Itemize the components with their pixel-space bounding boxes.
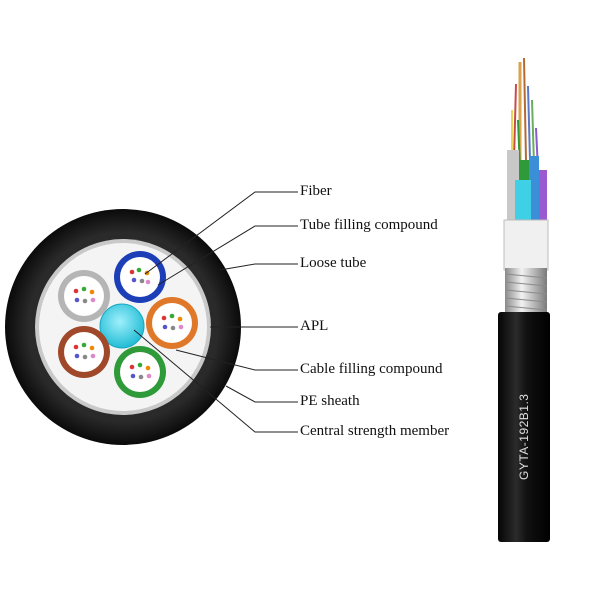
leader-cable-filling	[175, 349, 298, 371]
loose-tube-side-3	[529, 156, 539, 222]
loose-tube-gray	[58, 270, 110, 322]
label-fiber: Fiber	[300, 183, 332, 199]
label-tube-filling-compound: Tube filling compound	[300, 217, 438, 233]
label-cable-filling-compound: Cable filling compound	[300, 361, 443, 377]
label-loose-tube: Loose tube	[300, 255, 367, 271]
central-member-side	[515, 180, 531, 230]
fiber-bundle	[511, 57, 539, 171]
loose-tube-side-4	[539, 170, 547, 222]
leader-pe-sheath	[225, 385, 298, 403]
loose-tube-blue	[114, 251, 166, 303]
loose-tube-green	[114, 346, 166, 398]
loose-tube-brown	[58, 326, 110, 378]
label-apl: APL	[300, 318, 329, 334]
cable-side-view: GYTA-192B1.3	[498, 57, 550, 542]
apl-side	[503, 219, 549, 271]
leader-loose-tube	[219, 263, 298, 271]
loose-tube-orange	[146, 297, 198, 349]
leader-central-member	[133, 329, 298, 433]
label-pe-sheath: PE sheath	[300, 393, 360, 409]
label-central-strength-member: Central strength member	[300, 423, 450, 439]
central-strength-member	[99, 303, 145, 349]
leader-fiber	[144, 191, 298, 275]
outer-sheath-side	[498, 312, 550, 542]
cable-print-text: GYTA-192B1.3	[517, 394, 531, 480]
cross-section	[5, 209, 241, 445]
leader-tube-filling	[157, 225, 298, 286]
leader-lines	[133, 191, 298, 433]
